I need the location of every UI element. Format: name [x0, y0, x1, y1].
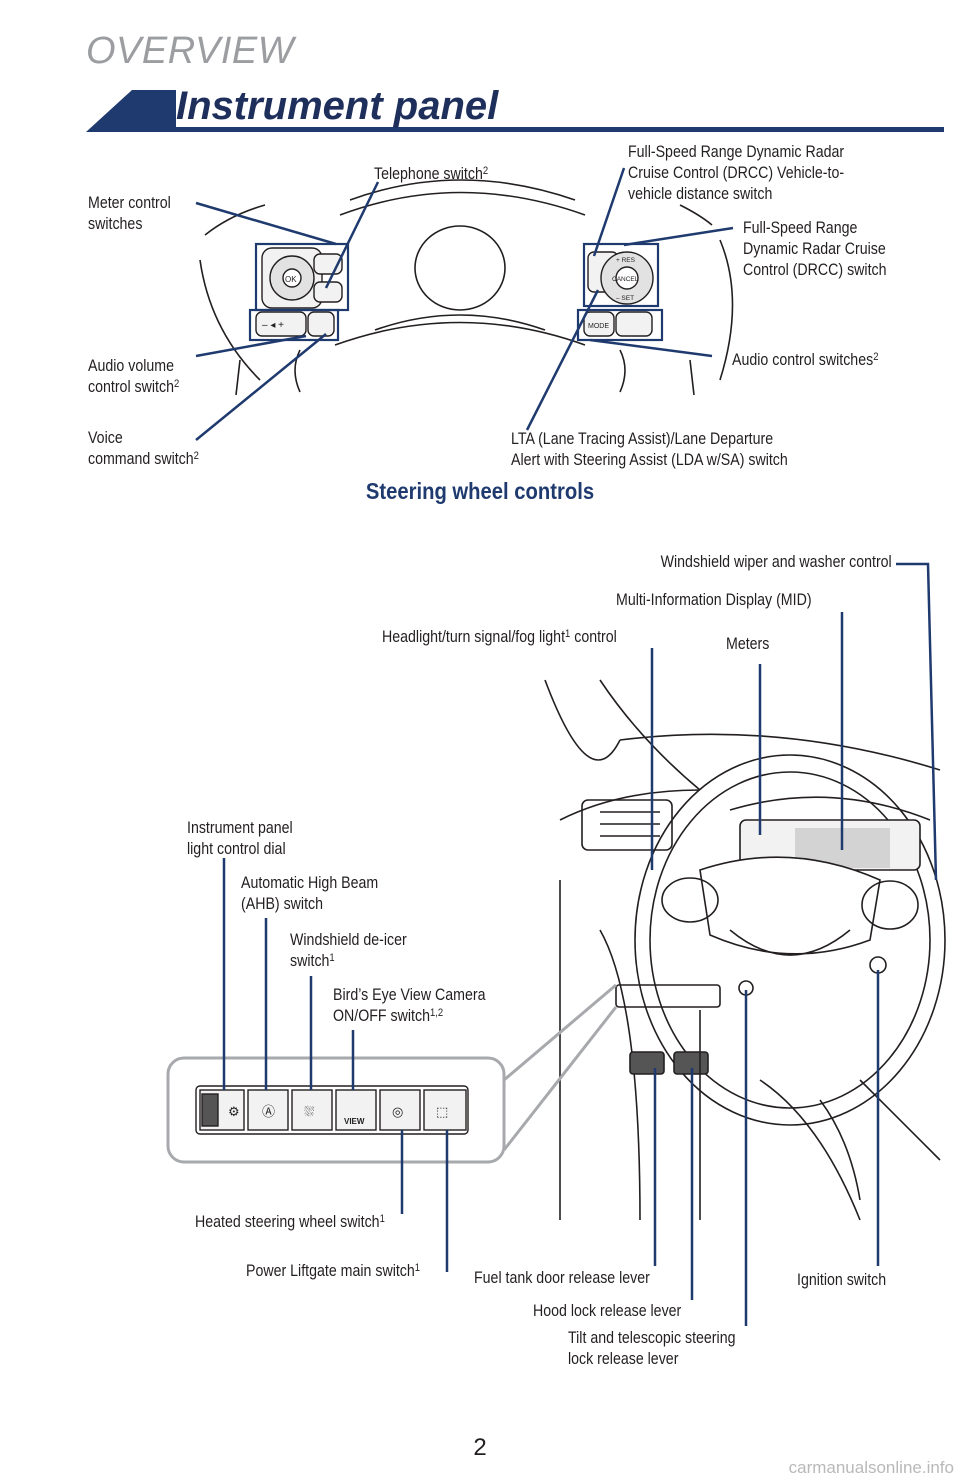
- svg-text:Ⓐ: Ⓐ: [262, 1105, 275, 1120]
- svg-text:⛆: ⛆: [304, 1105, 315, 1120]
- ahb-switch-label: Automatic High Beam(AHB) switch: [241, 873, 378, 915]
- svg-text:◎: ◎: [392, 1105, 403, 1120]
- meters-label: Meters: [726, 634, 769, 655]
- wiper-control-label: Windshield wiper and washer control: [661, 552, 892, 573]
- heated-wheel-label: Heated steering wheel switch1: [195, 1212, 385, 1233]
- svg-text:⬚: ⬚: [436, 1105, 448, 1120]
- hood-lock-label: Hood lock release lever: [533, 1301, 681, 1322]
- view-button-label: VIEW: [344, 1117, 365, 1126]
- fuel-door-label: Fuel tank door release lever: [474, 1268, 650, 1289]
- watermark: carmanualsonline.info: [789, 1458, 954, 1478]
- ignition-switch-label: Ignition switch: [797, 1270, 886, 1291]
- mid-label: Multi-Information Display (MID): [616, 590, 812, 611]
- liftgate-label: Power Liftgate main switch1: [246, 1261, 420, 1282]
- headlight-control-label: Headlight/turn signal/fog light1 control: [382, 627, 617, 648]
- svg-text:⚙: ⚙: [228, 1105, 240, 1120]
- dashboard-illustration: ⚙ Ⓐ ⛆ ◎ ⬚ VIEW: [0, 0, 960, 1420]
